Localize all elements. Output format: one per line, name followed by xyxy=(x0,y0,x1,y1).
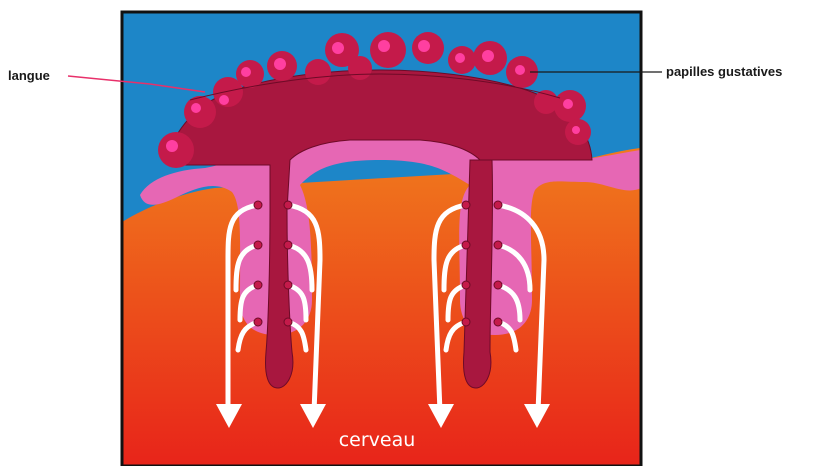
taste-bud-highlight xyxy=(241,67,251,77)
taste-buds-label: papilles gustatives xyxy=(666,64,782,79)
junction-dot xyxy=(462,318,470,326)
brain-label: cerveau xyxy=(339,429,416,451)
junction-dot xyxy=(462,201,470,209)
tongue-label: langue xyxy=(8,68,50,83)
taste-bud-highlight xyxy=(332,42,344,54)
junction-dot xyxy=(462,241,470,249)
taste-bud-highlight xyxy=(455,53,465,63)
junction-dot xyxy=(494,201,502,209)
taste-bud xyxy=(305,59,331,85)
taste-bud-highlight xyxy=(166,140,178,152)
taste-bud xyxy=(184,96,216,128)
taste-bud-highlight xyxy=(418,40,430,52)
junction-dot xyxy=(284,201,292,209)
junction-dot xyxy=(284,241,292,249)
junction-dot xyxy=(494,281,502,289)
taste-bud-highlight xyxy=(563,99,573,109)
junction-dot xyxy=(254,241,262,249)
taste-bud xyxy=(348,56,372,80)
taste-bud-highlight xyxy=(515,65,525,75)
junction-dot xyxy=(254,281,262,289)
junction-dot xyxy=(284,318,292,326)
junction-dot xyxy=(494,318,502,326)
junction-dot xyxy=(284,281,292,289)
taste-bud-highlight xyxy=(572,126,580,134)
taste-bud-highlight xyxy=(378,40,390,52)
junction-dot xyxy=(254,318,262,326)
taste-bud-highlight xyxy=(191,103,201,113)
junction-dot xyxy=(254,201,262,209)
junction-dot xyxy=(462,281,470,289)
junction-dot xyxy=(494,241,502,249)
ground-area xyxy=(122,148,641,466)
taste-bud-highlight xyxy=(482,50,494,62)
taste-bud-highlight xyxy=(219,95,229,105)
taste-bud-highlight xyxy=(274,58,286,70)
